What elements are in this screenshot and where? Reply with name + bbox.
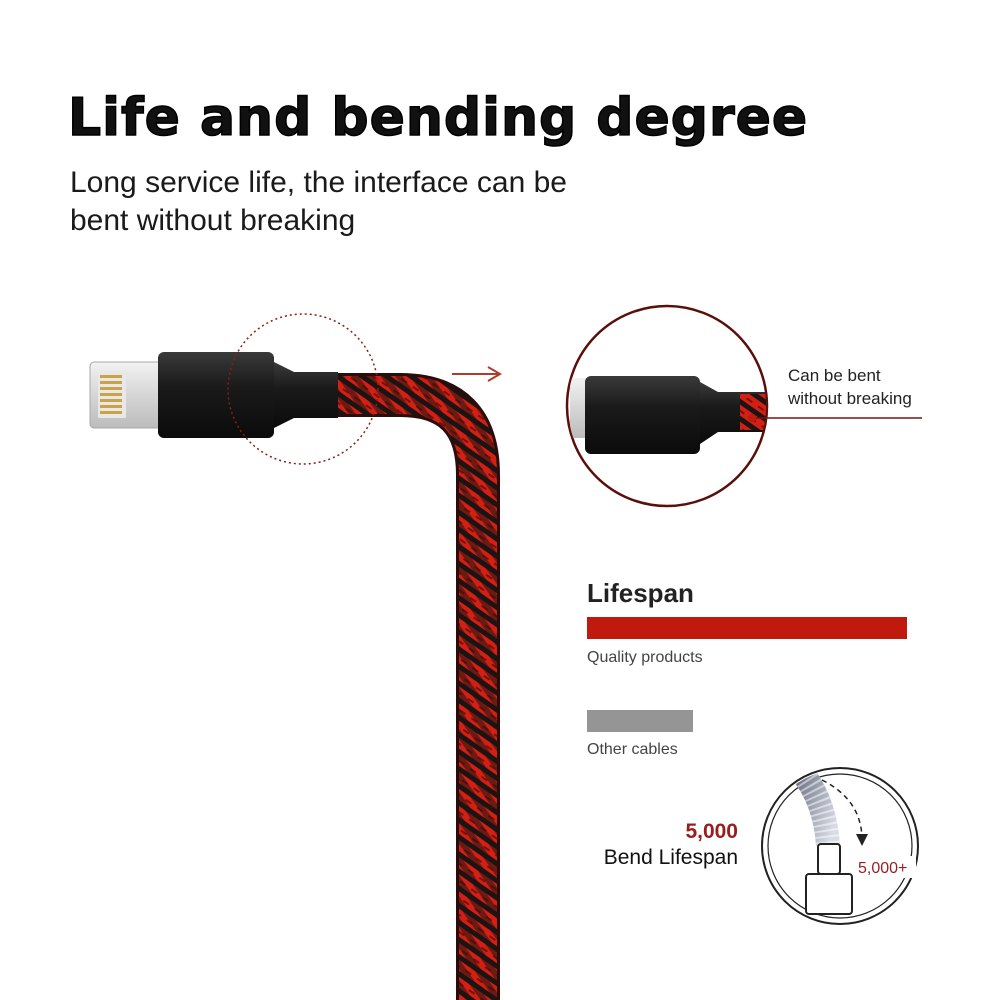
other-lifespan-bar	[587, 710, 693, 732]
callout-line: without breaking	[788, 389, 912, 408]
bend-count: 5,000	[685, 820, 738, 843]
callout-line: Can be bent	[788, 366, 881, 385]
subheadline-line: Long service life, the interface can be	[70, 166, 567, 199]
callout-pointer	[748, 414, 922, 422]
page-subheadline: Long service life, the interface can be …	[70, 164, 670, 240]
braided-cable	[335, 373, 500, 1000]
callout-text: Can be bent without breaking	[788, 364, 912, 410]
quality-label: Quality products	[587, 649, 703, 666]
lifespan-title: Lifespan	[587, 578, 694, 608]
lightning-connector-icon	[89, 352, 338, 438]
other-label: Other cables	[587, 741, 678, 758]
bend-label: Bend Lifespan	[603, 846, 738, 869]
page-headline: Life and bending degree	[67, 87, 809, 149]
subheadline-line: bent without breaking	[70, 204, 356, 237]
quality-lifespan-bar	[587, 617, 907, 639]
arrow-right-icon	[452, 366, 502, 382]
highlight-circle	[227, 313, 379, 465]
bend-cycle-icon	[761, 767, 919, 925]
zoom-circle	[565, 304, 769, 508]
